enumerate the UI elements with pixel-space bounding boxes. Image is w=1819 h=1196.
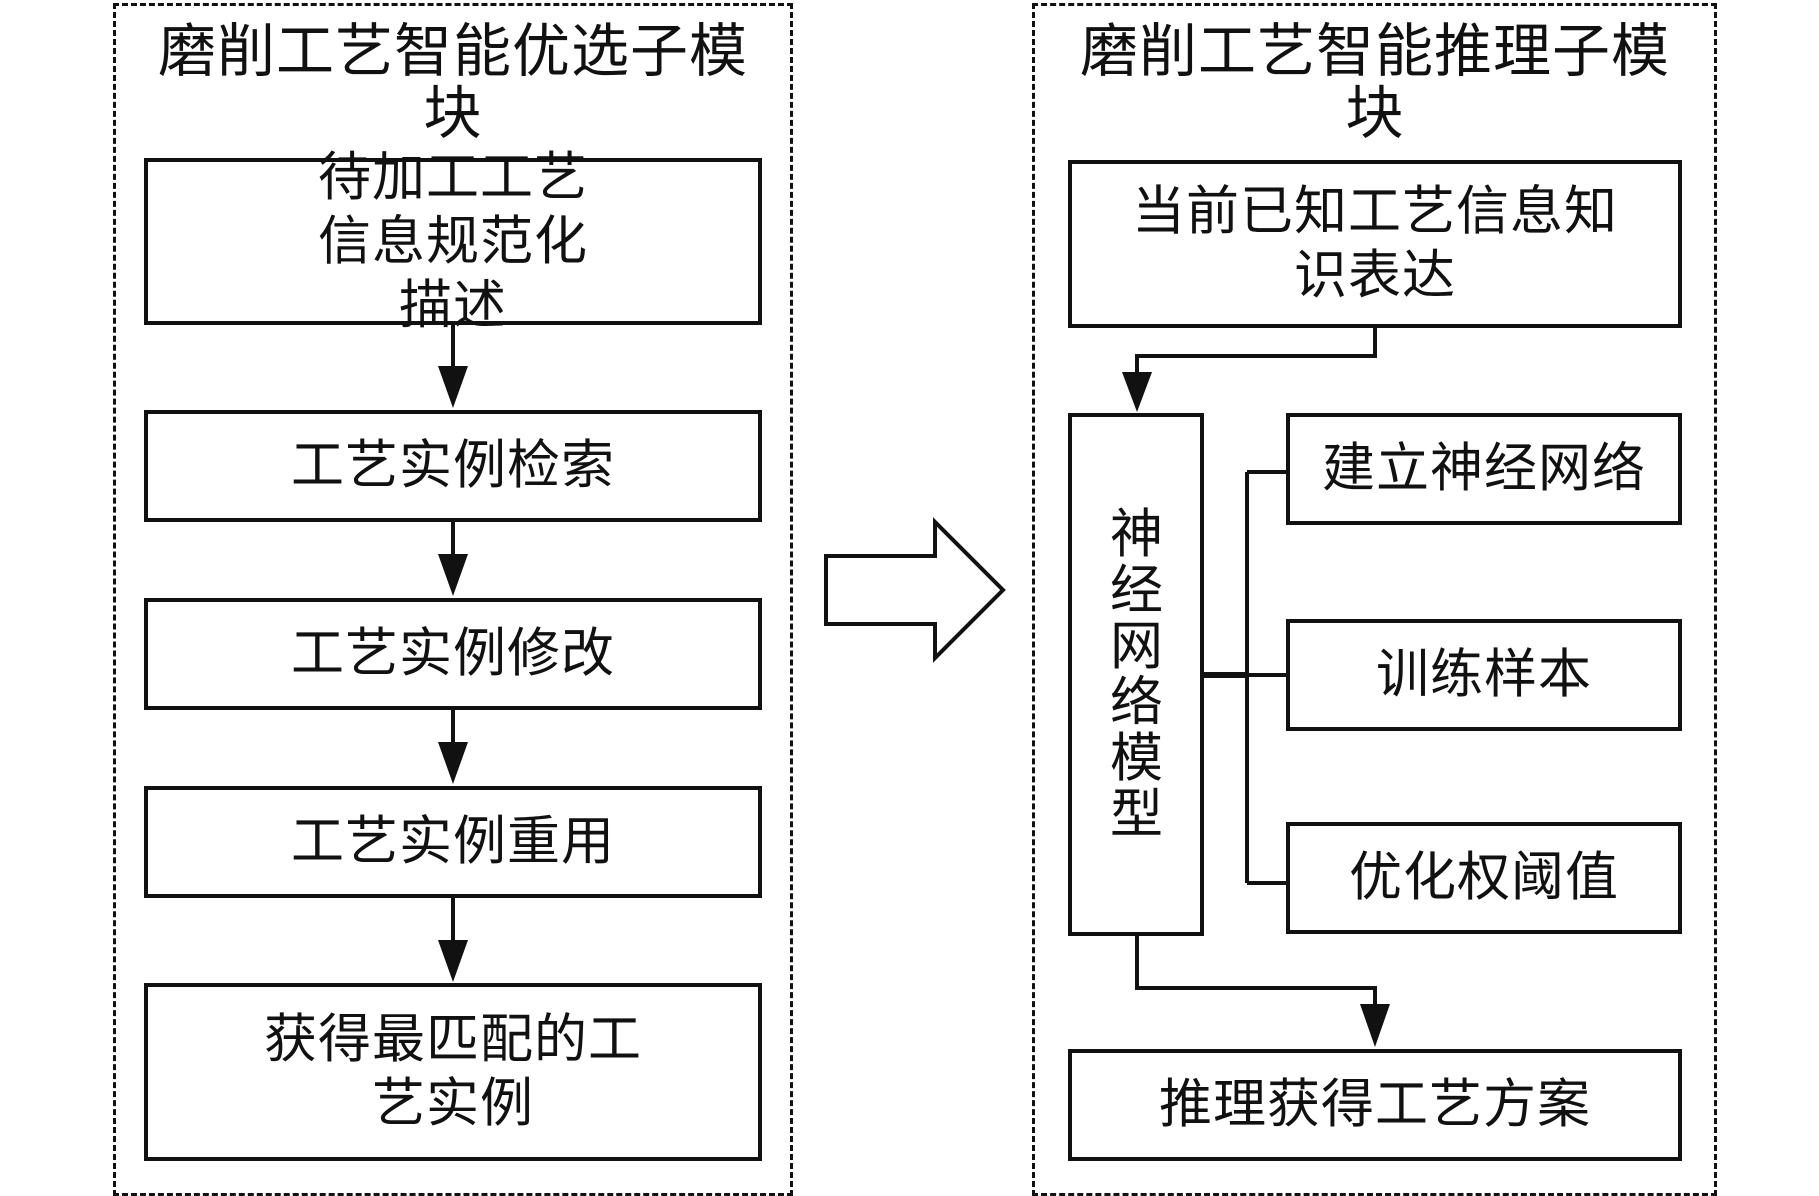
- branch-connector: [1202, 470, 1288, 885]
- left-module-title: 磨削工艺智能优选子模块: [157, 17, 748, 147]
- left-step-2-label: 工艺实例检索: [291, 435, 615, 496]
- branch-box-2-label: 训练样本: [1376, 644, 1592, 705]
- branch-box-3-label: 优化权阈值: [1349, 847, 1619, 908]
- neural-network-model-box: 神经网络模型: [1068, 413, 1204, 936]
- neural-network-model-label: 神经网络模型: [1110, 503, 1164, 845]
- left-module-panel: [113, 3, 793, 1196]
- left-step-4-label: 工艺实例重用: [291, 811, 615, 872]
- left-arrow-1: [438, 323, 468, 408]
- branch-box-3: 优化权阈值: [1286, 822, 1682, 934]
- branch-box-1: 建立神经网络: [1286, 413, 1682, 525]
- left-step-3: 工艺实例修改: [144, 598, 762, 710]
- branch-box-1-label: 建立神经网络: [1322, 438, 1646, 499]
- right-arrow-model-to-output: [1135, 934, 1390, 1047]
- left-step-2: 工艺实例检索: [144, 410, 762, 522]
- left-step-5: 获得最匹配的工艺实例: [144, 983, 762, 1161]
- left-step-5-label: 获得最匹配的工艺实例: [264, 1009, 642, 1134]
- left-step-3-label: 工艺实例修改: [291, 623, 615, 684]
- left-arrow-4: [438, 896, 468, 982]
- right-arrow-input-to-model: [1122, 326, 1377, 412]
- right-input-label: 当前已知工艺信息知识表达: [1132, 181, 1618, 306]
- right-output-box: 推理获得工艺方案: [1068, 1049, 1682, 1161]
- transition-arrow: [824, 517, 1006, 663]
- left-step-1-label: 待加工工艺信息规范化描述: [318, 146, 588, 336]
- right-input-box: 当前已知工艺信息知识表达: [1068, 160, 1682, 328]
- left-step-1: 待加工工艺信息规范化描述: [144, 147, 762, 336]
- branch-box-2: 训练样本: [1286, 619, 1682, 731]
- left-step-4: 工艺实例重用: [144, 786, 762, 898]
- right-output-label: 推理获得工艺方案: [1159, 1074, 1591, 1135]
- left-arrow-3: [438, 708, 468, 784]
- right-module-panel: [1032, 3, 1717, 1196]
- left-arrow-2: [438, 520, 468, 596]
- right-module-title: 磨削工艺智能推理子模块: [1079, 17, 1670, 147]
